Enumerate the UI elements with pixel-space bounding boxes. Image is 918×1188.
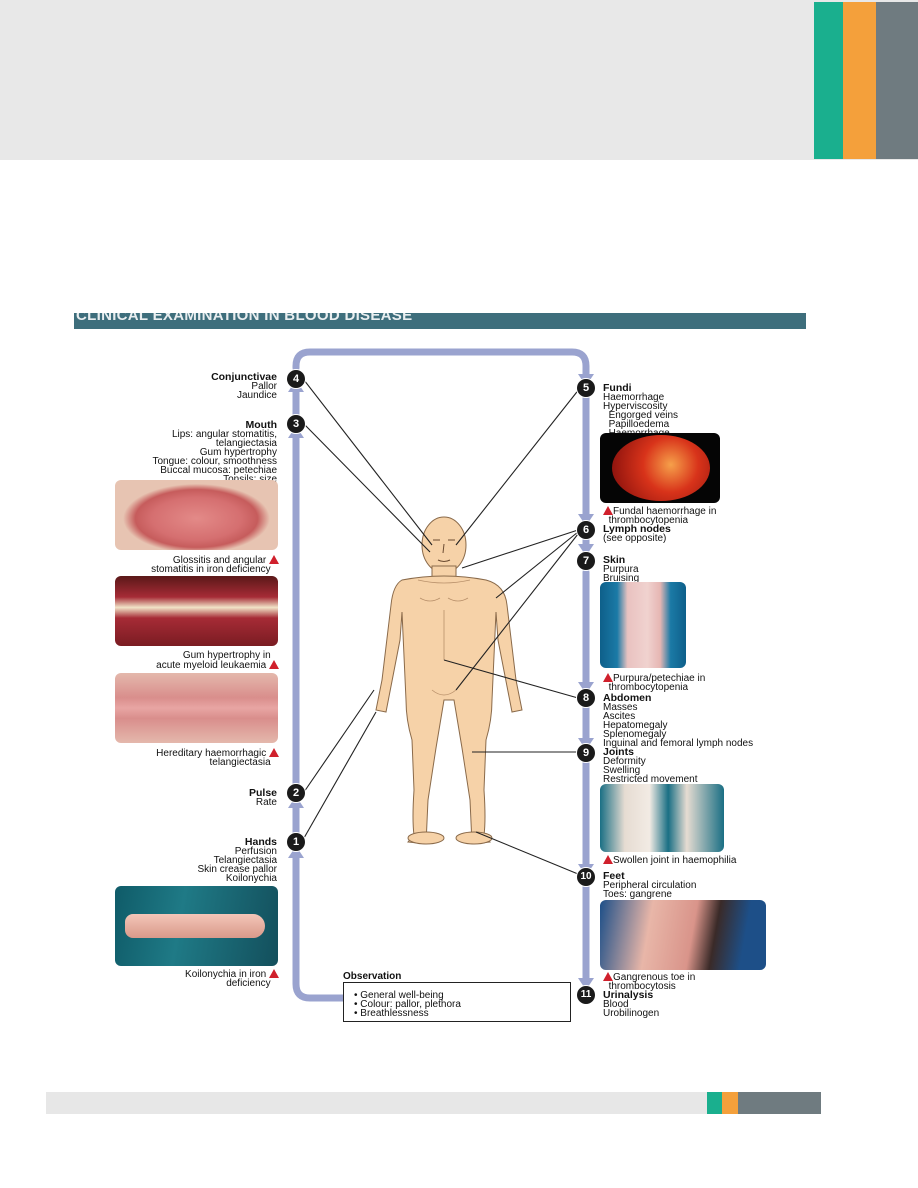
photo-gangrenous-toe xyxy=(600,900,766,970)
figure-title-bar: CLINICAL EXAMINATION IN BLOOD DISEASE xyxy=(74,313,806,329)
human-body-figure xyxy=(375,516,523,845)
footer-stripe-orange xyxy=(722,1092,738,1114)
label-skin: Skin Purpura Bruising xyxy=(603,554,640,584)
photo-gum-hypertrophy xyxy=(115,576,278,646)
header-stripe-teal xyxy=(814,2,843,159)
step-badge-3: 3 xyxy=(286,414,306,434)
body-detail-lines xyxy=(417,579,471,696)
observation-item: • General well-being xyxy=(354,990,444,1001)
step-badge-10: 10 xyxy=(576,867,596,887)
warning-triangle-icon xyxy=(269,555,279,564)
photo-purpura xyxy=(600,582,686,668)
observation-item: • Colour: pallor, plethora xyxy=(354,999,461,1010)
label-hands: Hands Perfusion Telangiectasia Skin crea… xyxy=(197,836,277,884)
header-stripe-orange xyxy=(843,2,876,159)
observation-heading: Observation xyxy=(343,971,402,982)
arrow-top-loop xyxy=(292,348,590,380)
caption-gangrenous-toe: Gangrenous toe in thrombocytosis xyxy=(603,972,695,992)
step-badge-11: 11 xyxy=(576,985,596,1005)
step-badge-1: 1 xyxy=(286,832,306,852)
photo-fundal-haemorrhage xyxy=(600,433,720,503)
label-mouth: Mouth Lips: angular stomatitis, telangie… xyxy=(152,419,277,485)
label-pulse: Pulse Rate xyxy=(248,787,277,808)
step-badge-6: 6 xyxy=(576,520,596,540)
caption-koilonychia: Koilonychia in iron deficiency xyxy=(185,969,279,989)
observation-item: • Breathlessness xyxy=(354,1008,429,1019)
footer-stripe-teal xyxy=(707,1092,722,1114)
warning-triangle-icon xyxy=(603,855,613,864)
warning-triangle-icon xyxy=(269,748,279,757)
label-urinalysis: Urinalysis Blood Urobilinogen xyxy=(603,989,660,1019)
caption-telangiectasia: Hereditary haemorrhagic telangiectasia xyxy=(156,748,279,768)
step-badge-4: 4 xyxy=(286,369,306,389)
photo-tongue-glossitis xyxy=(115,480,278,550)
caption-glossitis: Glossitis and angular stomatitis in iron… xyxy=(151,555,279,575)
header-stripe-slate xyxy=(876,2,918,159)
observation-box: • General well-being • Colour: pallor, p… xyxy=(343,982,571,1022)
flow-arrows xyxy=(292,348,590,1002)
label-abdomen: Abdomen Masses Ascites Hepatomegaly Sple… xyxy=(603,692,754,749)
page-header-band xyxy=(0,0,918,160)
warning-triangle-icon xyxy=(269,660,279,669)
photo-koilonychia xyxy=(115,886,278,966)
warning-triangle-icon xyxy=(603,673,613,682)
figure-title: CLINICAL EXAMINATION IN BLOOD DISEASE xyxy=(76,313,413,324)
step-badge-7: 7 xyxy=(576,551,596,571)
photo-swollen-joint xyxy=(600,784,724,852)
warning-triangle-icon xyxy=(603,506,613,515)
warning-triangle-icon xyxy=(269,969,279,978)
face-features xyxy=(433,539,455,562)
footer-stripe-slate xyxy=(738,1092,821,1114)
leader-lines xyxy=(303,379,581,875)
step-badge-8: 8 xyxy=(576,688,596,708)
caption-fundal-haemorrhage: Fundal haemorrhage in thrombocytopenia xyxy=(603,506,716,526)
photo-telangiectasia-lips xyxy=(115,673,278,743)
caption-purpura: Purpura/petechiae in thrombocytopenia xyxy=(603,673,705,693)
label-lymph-nodes: Lymph nodes (see opposite) xyxy=(603,523,671,544)
caption-swollen-joint: Swollen joint in haemophilia xyxy=(603,855,736,866)
label-joints: Joints Deformity Swelling Restricted mov… xyxy=(603,746,698,785)
warning-triangle-icon xyxy=(603,972,613,981)
label-conjunctivae: Conjunctivae Pallor Jaundice xyxy=(211,371,277,401)
step-badge-9: 9 xyxy=(576,743,596,763)
label-feet: Feet Peripheral circulation Toes: gangre… xyxy=(603,870,697,900)
arrow-observation-to-hands xyxy=(292,854,347,1002)
page-footer-band xyxy=(46,1092,821,1114)
step-badge-5: 5 xyxy=(576,378,596,398)
step-badge-2: 2 xyxy=(286,783,306,803)
label-fundi: Fundi Haemorrhage Hyperviscosity Engorge… xyxy=(603,382,679,439)
caption-gum-hypertrophy: Gum hypertrophy in acute myeloid leukaem… xyxy=(156,651,279,671)
